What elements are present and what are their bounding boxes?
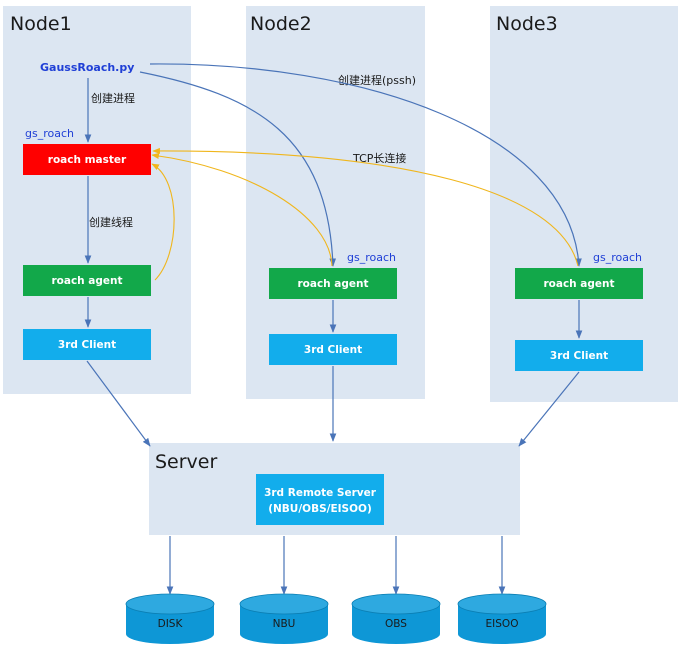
node2-client-label: 3rd Client: [304, 344, 362, 356]
db-eisoo-label: EISOO: [486, 618, 519, 630]
node1-gs-roach-label: gs_roach: [25, 127, 74, 140]
arrow-pssh-node3: [149, 63, 582, 267]
node3-panel: [490, 6, 678, 402]
node1-roach-agent-box: [23, 265, 151, 296]
db-obs-cylinder: OBS: [351, 593, 441, 644]
create-process-label: 创建进程: [91, 91, 135, 105]
arrow-client3-to-server: [518, 371, 580, 447]
db-obs-label: OBS: [385, 618, 407, 630]
arrow-client1-to-server: [86, 360, 151, 447]
tcp-arrow-node2: [151, 152, 333, 267]
tcp-arrow-node3: [152, 147, 579, 267]
roach-master-box: [23, 144, 151, 175]
gaussroach-script-label: GaussRoach.py: [40, 61, 134, 74]
node1-client-label: 3rd Client: [58, 339, 116, 351]
node2-roach-agent-box: [269, 268, 397, 299]
node3-client-box: [515, 340, 643, 371]
remote-server-box: [256, 474, 384, 525]
pssh-annotation: 创建进程(pssh): [338, 73, 416, 87]
node1-roach-agent-label: roach agent: [51, 275, 122, 287]
db-eisoo-cylinder: EISOO: [457, 593, 547, 644]
node2-gs-roach-label: gs_roach: [347, 251, 396, 264]
db-disk-label: DISK: [158, 618, 184, 630]
create-thread-label: 创建线程: [89, 215, 133, 229]
server-title: Server: [155, 451, 217, 473]
node2-roach-agent-label: roach agent: [297, 278, 368, 290]
node3-roach-agent-box: [515, 268, 643, 299]
db-nbu-label: NBU: [273, 618, 296, 630]
node3-roach-agent-label: roach agent: [543, 278, 614, 290]
node1-title: Node1: [10, 13, 72, 35]
remote-server-label-line2: (NBU/OBS/EISOO): [268, 503, 372, 515]
node1-client-box: [23, 329, 151, 360]
roach-master-label: roach master: [48, 154, 127, 166]
node2-client-box: [269, 334, 397, 365]
arrow-pssh-node2: [139, 71, 337, 267]
node2-title: Node2: [250, 13, 312, 35]
node3-title: Node3: [496, 13, 558, 35]
node3-gs-roach-label: gs_roach: [593, 251, 642, 264]
node3-client-label: 3rd Client: [550, 350, 608, 362]
remote-server-label-line1: 3rd Remote Server: [264, 487, 377, 499]
db-nbu-cylinder: NBU: [239, 593, 329, 644]
tcp-arrow-node1: [151, 163, 175, 281]
tcp-annotation: TCP长连接: [352, 152, 406, 165]
db-disk-cylinder: DISK: [125, 593, 215, 644]
